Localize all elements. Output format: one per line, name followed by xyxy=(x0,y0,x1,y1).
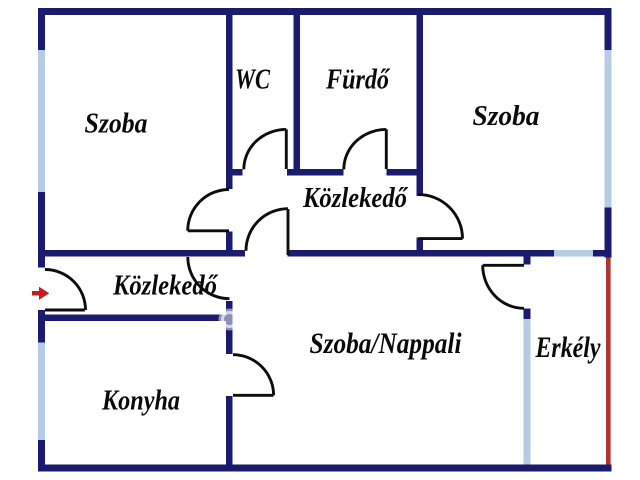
svg-text:Szoba: Szoba xyxy=(473,101,540,132)
svg-text:Szoba: Szoba xyxy=(85,109,148,140)
svg-text:Közlekedő: Közlekedő xyxy=(302,183,409,214)
svg-text:Közlekedő: Közlekedő xyxy=(112,271,219,302)
svg-text:Fürdő: Fürdő xyxy=(325,65,391,96)
svg-text:Szoba/Nappali: Szoba/Nappali xyxy=(310,327,463,360)
svg-text:WC: WC xyxy=(235,65,270,96)
svg-text:Konyha: Konyha xyxy=(101,386,180,417)
svg-text:Erkély: Erkély xyxy=(535,331,601,364)
